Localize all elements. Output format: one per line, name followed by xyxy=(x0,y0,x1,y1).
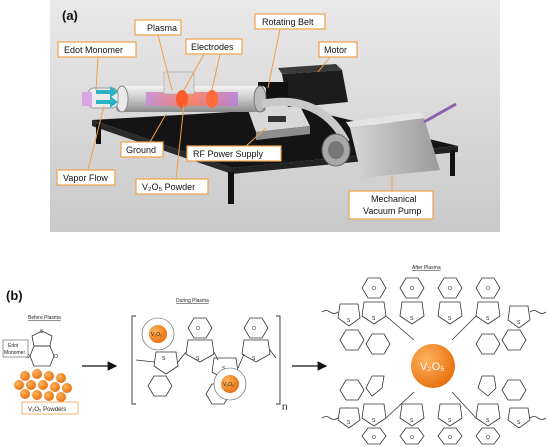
svg-text:O: O xyxy=(372,435,376,441)
v2o5-center-particle: V₂O₅ xyxy=(411,344,455,388)
edot-monomer-structure: S O O xyxy=(26,329,58,367)
vapor-flow-arrow-1 xyxy=(96,86,118,98)
svg-text:S: S xyxy=(196,356,200,362)
svg-text:Monomer: Monomer xyxy=(4,350,25,356)
panel-b: (b) Before Plasma S O O Edot Monomer xyxy=(2,265,547,445)
svg-text:O: O xyxy=(54,354,58,360)
svg-text:S: S xyxy=(410,316,414,322)
svg-text:S: S xyxy=(448,418,452,424)
svg-text:S: S xyxy=(347,420,351,426)
svg-text:Mechanical: Mechanical xyxy=(371,194,417,204)
svg-text:S: S xyxy=(347,318,351,324)
svg-text:O: O xyxy=(410,435,414,441)
v2o5-powder-particles xyxy=(14,369,72,402)
edot-monomer-box xyxy=(2,339,29,358)
svg-text:Vacuum Pump: Vacuum Pump xyxy=(363,206,421,216)
svg-text:S: S xyxy=(517,320,521,326)
callout-edot-monomer: Edot Monomer xyxy=(57,41,137,91)
svg-text:S: S xyxy=(372,316,376,322)
callout-vacuum-pump: Mechanical Vacuum Pump xyxy=(348,176,434,220)
rf-power-supply-box xyxy=(248,106,310,140)
v2o5-center-label: V₂O₅ xyxy=(420,361,445,373)
svg-text:O: O xyxy=(448,286,452,292)
svg-text:RF Power Supply: RF Power Supply xyxy=(193,149,264,159)
panel-a: (a) xyxy=(50,0,500,232)
svg-text:S: S xyxy=(162,356,166,362)
callout-motor: Motor xyxy=(317,41,358,73)
before-plasma-title: Before Plasma xyxy=(28,315,61,321)
v2o5-particle-bottom: V₂O₅ xyxy=(213,367,247,401)
callout-v2o5-powder: V₂O₅ Powder xyxy=(135,103,209,195)
svg-text:O: O xyxy=(410,286,414,292)
svg-text:V₂O₅: V₂O₅ xyxy=(223,382,234,388)
svg-text:Ground: Ground xyxy=(126,145,156,155)
svg-text:Motor: Motor xyxy=(324,45,347,55)
svg-text:Vapor Flow: Vapor Flow xyxy=(63,173,108,183)
svg-text:S: S xyxy=(372,418,376,424)
svg-text:O: O xyxy=(448,435,452,441)
svg-text:O: O xyxy=(252,326,256,332)
svg-text:Edot Monomer: Edot Monomer xyxy=(64,45,123,55)
reaction-tube xyxy=(115,71,267,113)
svg-text:Plasma: Plasma xyxy=(147,23,177,33)
svg-text:O: O xyxy=(196,326,200,332)
callout-rf-power-supply: RF Power Supply xyxy=(186,127,282,162)
svg-text:V₂O₅: V₂O₅ xyxy=(151,332,162,338)
during-plasma-group: During Plasma n xyxy=(131,298,288,413)
during-plasma-title: During Plasma xyxy=(176,298,209,304)
svg-text:O: O xyxy=(372,286,376,292)
svg-text:S: S xyxy=(448,316,452,322)
motor xyxy=(258,64,348,108)
svg-text:O: O xyxy=(486,286,490,292)
svg-text:S: S xyxy=(410,418,414,424)
v2o5-powders-label-box xyxy=(21,401,79,415)
after-plasma-title: After Plasma xyxy=(412,265,441,271)
svg-text:S: S xyxy=(40,329,44,335)
svg-text:Electrodes: Electrodes xyxy=(191,42,234,52)
vacuum-pump xyxy=(321,102,457,178)
vacuum-hose xyxy=(261,97,350,144)
svg-text:S: S xyxy=(252,356,256,362)
panel-b-tag: (b) xyxy=(6,288,23,303)
repeat-bracket-right xyxy=(276,315,281,405)
svg-text:S: S xyxy=(486,418,490,424)
svg-text:Rotating Belt: Rotating Belt xyxy=(262,17,314,27)
callout-electrodes: Electrodes xyxy=(183,38,243,91)
svg-text:S: S xyxy=(517,420,521,426)
svg-text:S: S xyxy=(486,316,490,322)
vapor-flow-arrow-2 xyxy=(96,96,118,108)
v2o5-particle-top: V₂O₅ xyxy=(141,317,175,351)
svg-text:V₂O₅ Powder: V₂O₅ Powder xyxy=(142,182,195,192)
callout-plasma: Plasma xyxy=(134,19,182,91)
repeat-bracket-left xyxy=(131,315,136,405)
callout-vapor-flow: Vapor Flow xyxy=(56,105,116,186)
callout-rotating-belt: Rotating Belt xyxy=(254,13,326,89)
pedot-network-after: S S S S S S S S S S S S O O O O O O O O xyxy=(321,277,547,445)
before-plasma-group: Before Plasma S O O Edot Monomer xyxy=(2,315,79,415)
panel-a-tag: (a) xyxy=(62,8,78,23)
svg-text:O: O xyxy=(486,435,490,441)
repeat-n-label: n xyxy=(282,402,288,413)
callout-ground: Ground xyxy=(120,113,167,158)
svg-text:Edot: Edot xyxy=(8,343,19,349)
after-plasma-group: After Plasma xyxy=(321,265,547,445)
v2o5-powders-label: V₂O₅ Powders xyxy=(28,407,66,413)
